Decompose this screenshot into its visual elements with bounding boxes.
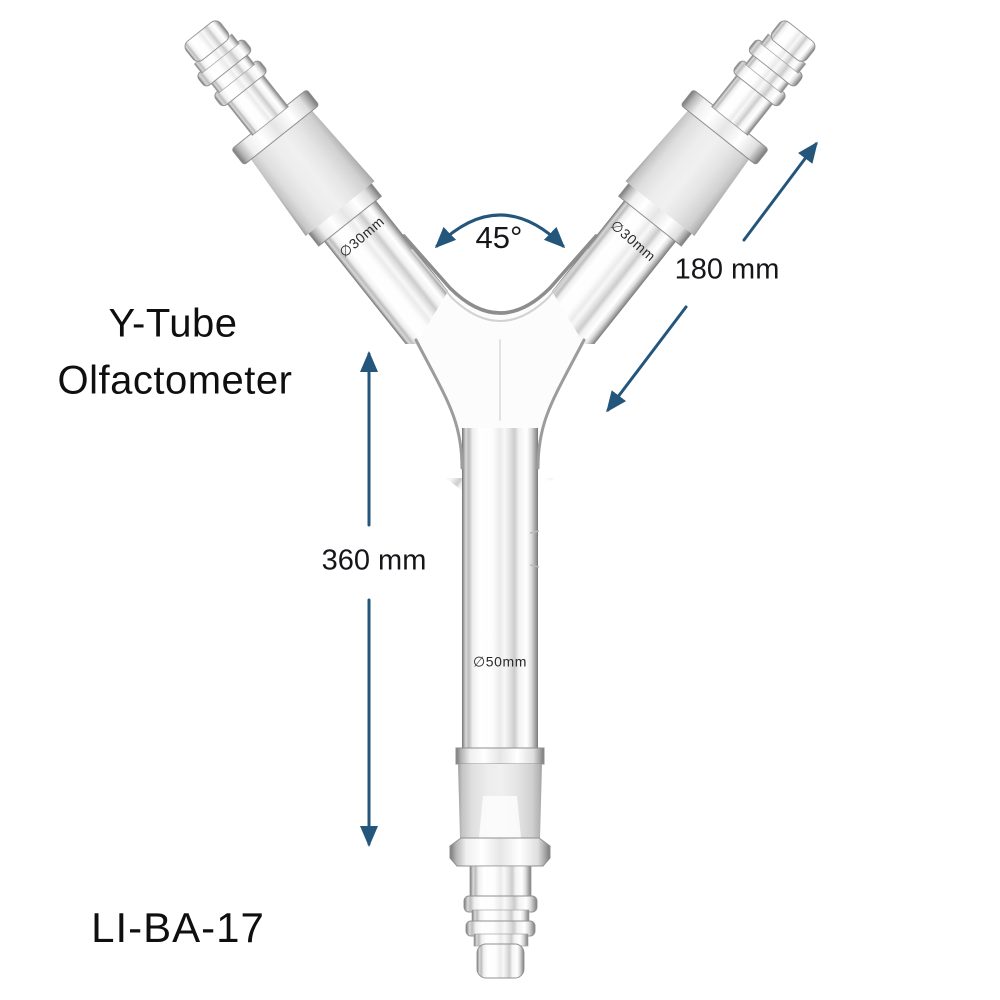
stem-seam — [529, 530, 540, 568]
stem-joint-highlight — [479, 796, 521, 838]
dimension-arrows — [360, 141, 818, 847]
stem-collar — [449, 837, 551, 867]
left-arm-ground-joint — [249, 109, 375, 236]
left-arm-hose-tip — [184, 20, 230, 62]
stem-glass — [449, 428, 551, 979]
right-arm-hose-tip — [770, 20, 816, 62]
stem-barb-rib — [463, 895, 538, 913]
arm-length-label: 180 mm — [674, 253, 780, 286]
arm-length-arrow-upper — [742, 141, 818, 242]
stem-hose-tip — [476, 943, 525, 979]
junction-mask-right — [538, 344, 622, 478]
stem-neck — [469, 865, 532, 899]
junction-flare-right — [536, 338, 586, 470]
product-title-line2: Olfactometer — [57, 358, 293, 403]
junction-notch-edge — [402, 234, 598, 315]
product-code: LI-BA-17 — [91, 904, 265, 951]
junction-mask-left — [378, 344, 462, 478]
body-length-label: 360 mm — [321, 544, 427, 577]
arm-length-arrow-lower — [606, 305, 688, 413]
angle-arc-arrow — [434, 213, 566, 249]
right-arm-ground-joint — [625, 109, 751, 236]
junction-inner-echo — [411, 249, 589, 322]
junction-edges — [402, 234, 598, 470]
junction-flare-left — [414, 338, 464, 470]
product-title-line1: Y-Tube — [108, 301, 238, 346]
stem-socket-lip — [455, 747, 545, 765]
stem-tube — [462, 428, 538, 750]
body-diameter-label: ∅50mm — [472, 653, 528, 670]
branch-angle-label: 45° — [475, 220, 523, 255]
